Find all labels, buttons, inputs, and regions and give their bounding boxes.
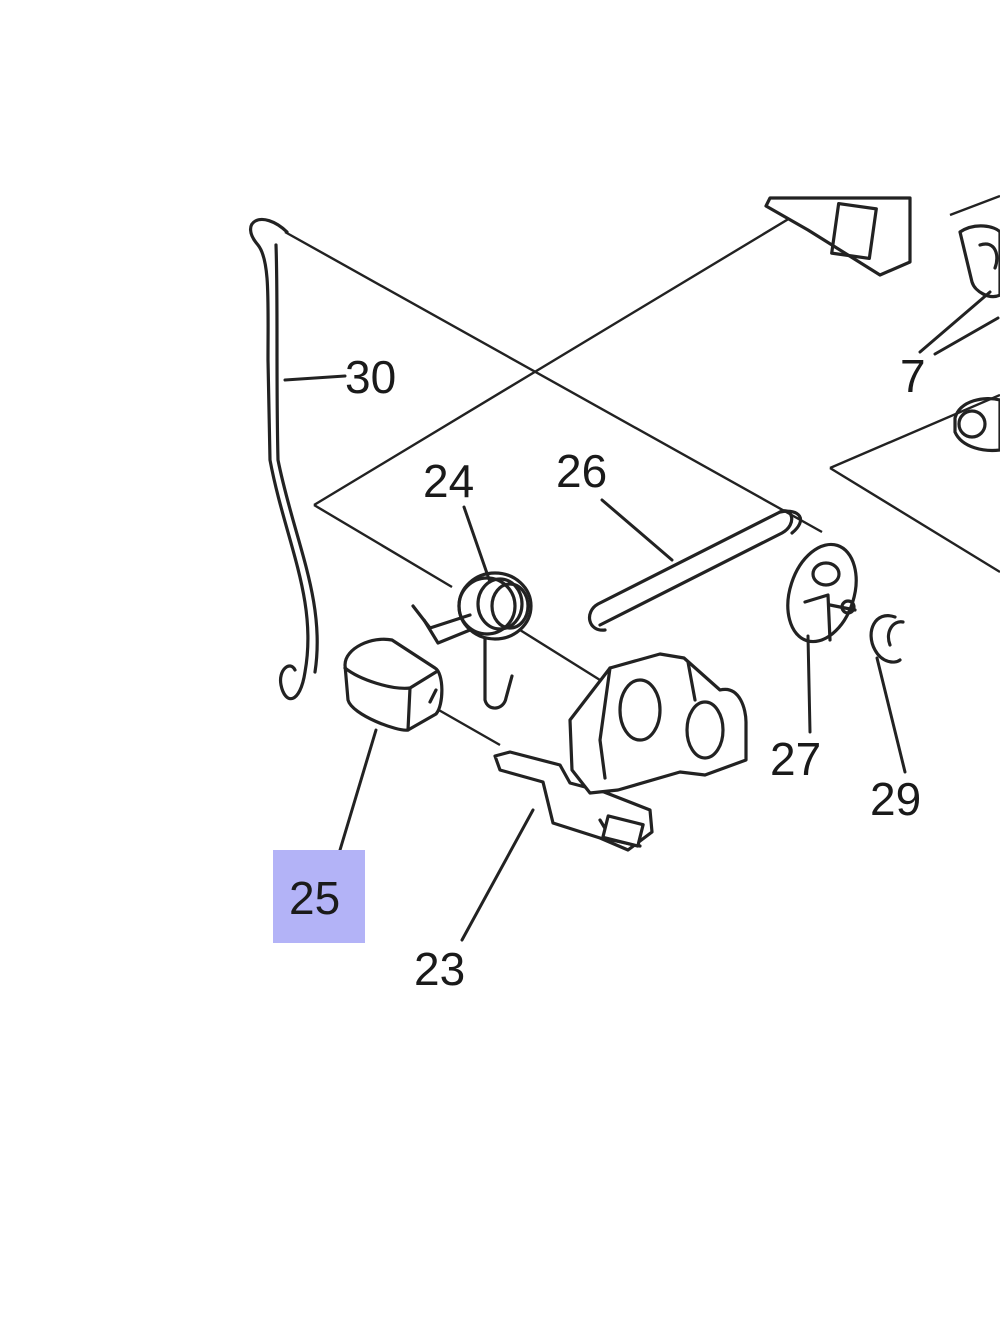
label-part-24: 24 xyxy=(423,455,474,507)
top-right-partial-parts xyxy=(764,196,1000,453)
label-part-25: 25 xyxy=(289,872,340,924)
part-23-bracket[interactable] xyxy=(493,652,748,852)
part-30-wire-rod[interactable] xyxy=(249,217,319,701)
part-25-cap[interactable] xyxy=(343,637,444,732)
label-part-29: 29 xyxy=(870,773,921,825)
part-26-wire-rod[interactable] xyxy=(587,509,803,632)
part-27-clip[interactable] xyxy=(776,536,868,651)
leader-lines xyxy=(283,290,1000,942)
part-29-e-clip[interactable] xyxy=(869,614,905,664)
label-part-27: 27 xyxy=(770,733,821,785)
part-24-torsion-spring[interactable] xyxy=(411,571,533,710)
label-part-26: 26 xyxy=(556,445,607,497)
assembly-lines xyxy=(284,194,1000,747)
label-part-23: 23 xyxy=(414,943,465,995)
label-part-7: 7 xyxy=(900,350,926,402)
label-part-30: 30 xyxy=(345,351,396,403)
highlight-box-25 xyxy=(273,850,365,943)
